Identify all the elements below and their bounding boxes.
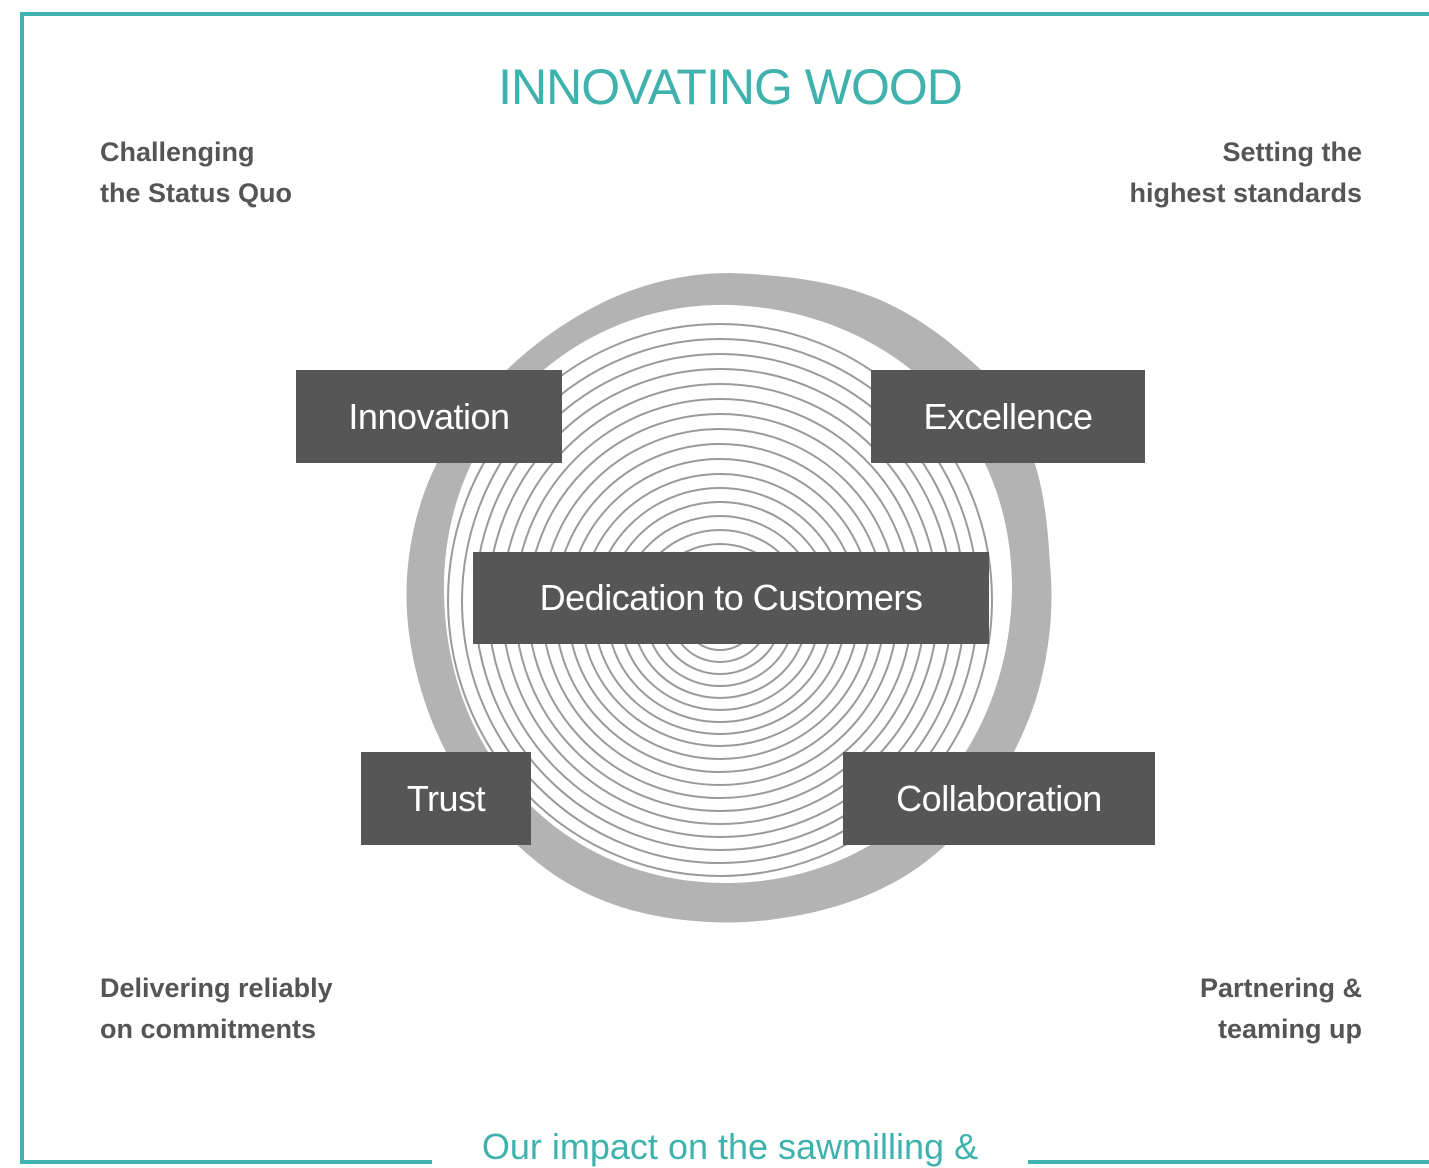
trust-label: Trust xyxy=(406,777,486,819)
excellence-label: Excellence xyxy=(923,395,1093,437)
innovation-label: Innovation xyxy=(348,395,510,437)
corner-text-top-left: Challenging the Status Quo xyxy=(100,132,500,214)
corner-text-bottom-left: Delivering reliably on commitments xyxy=(100,968,500,1050)
corner-text-top-right: Setting the highest standards xyxy=(962,132,1362,214)
dedication-box: Dedication to Customers xyxy=(473,552,989,644)
corner-line: the Status Quo xyxy=(100,178,293,208)
corner-line: Partnering & xyxy=(1199,973,1362,1003)
innovation-box: Innovation xyxy=(296,370,562,463)
collaboration-box: Collaboration xyxy=(843,752,1155,845)
page-title: INNOVATING WOOD xyxy=(498,59,963,115)
corner-line: Delivering reliably xyxy=(100,973,333,1003)
corner-line: on commitments xyxy=(100,1014,317,1044)
frame-border-bottom-right xyxy=(1028,1160,1429,1164)
corner-text-bottom-right: Partnering & teaming up xyxy=(962,968,1362,1050)
trust-box: Trust xyxy=(361,752,531,845)
corner-line: highest standards xyxy=(1129,178,1362,208)
frame-border-bottom-left xyxy=(20,1160,432,1164)
corner-line: Challenging xyxy=(100,137,255,167)
collaboration-label: Collaboration xyxy=(896,777,1102,819)
bottom-heading: Our impact on the sawmilling & xyxy=(481,1126,979,1167)
frame-border-left xyxy=(20,12,24,1164)
dedication-label: Dedication to Customers xyxy=(539,577,923,618)
frame-border-top xyxy=(20,12,1429,16)
corner-line: Setting the xyxy=(1222,137,1363,167)
excellence-box: Excellence xyxy=(871,370,1145,463)
corner-line: teaming up xyxy=(1217,1014,1362,1044)
